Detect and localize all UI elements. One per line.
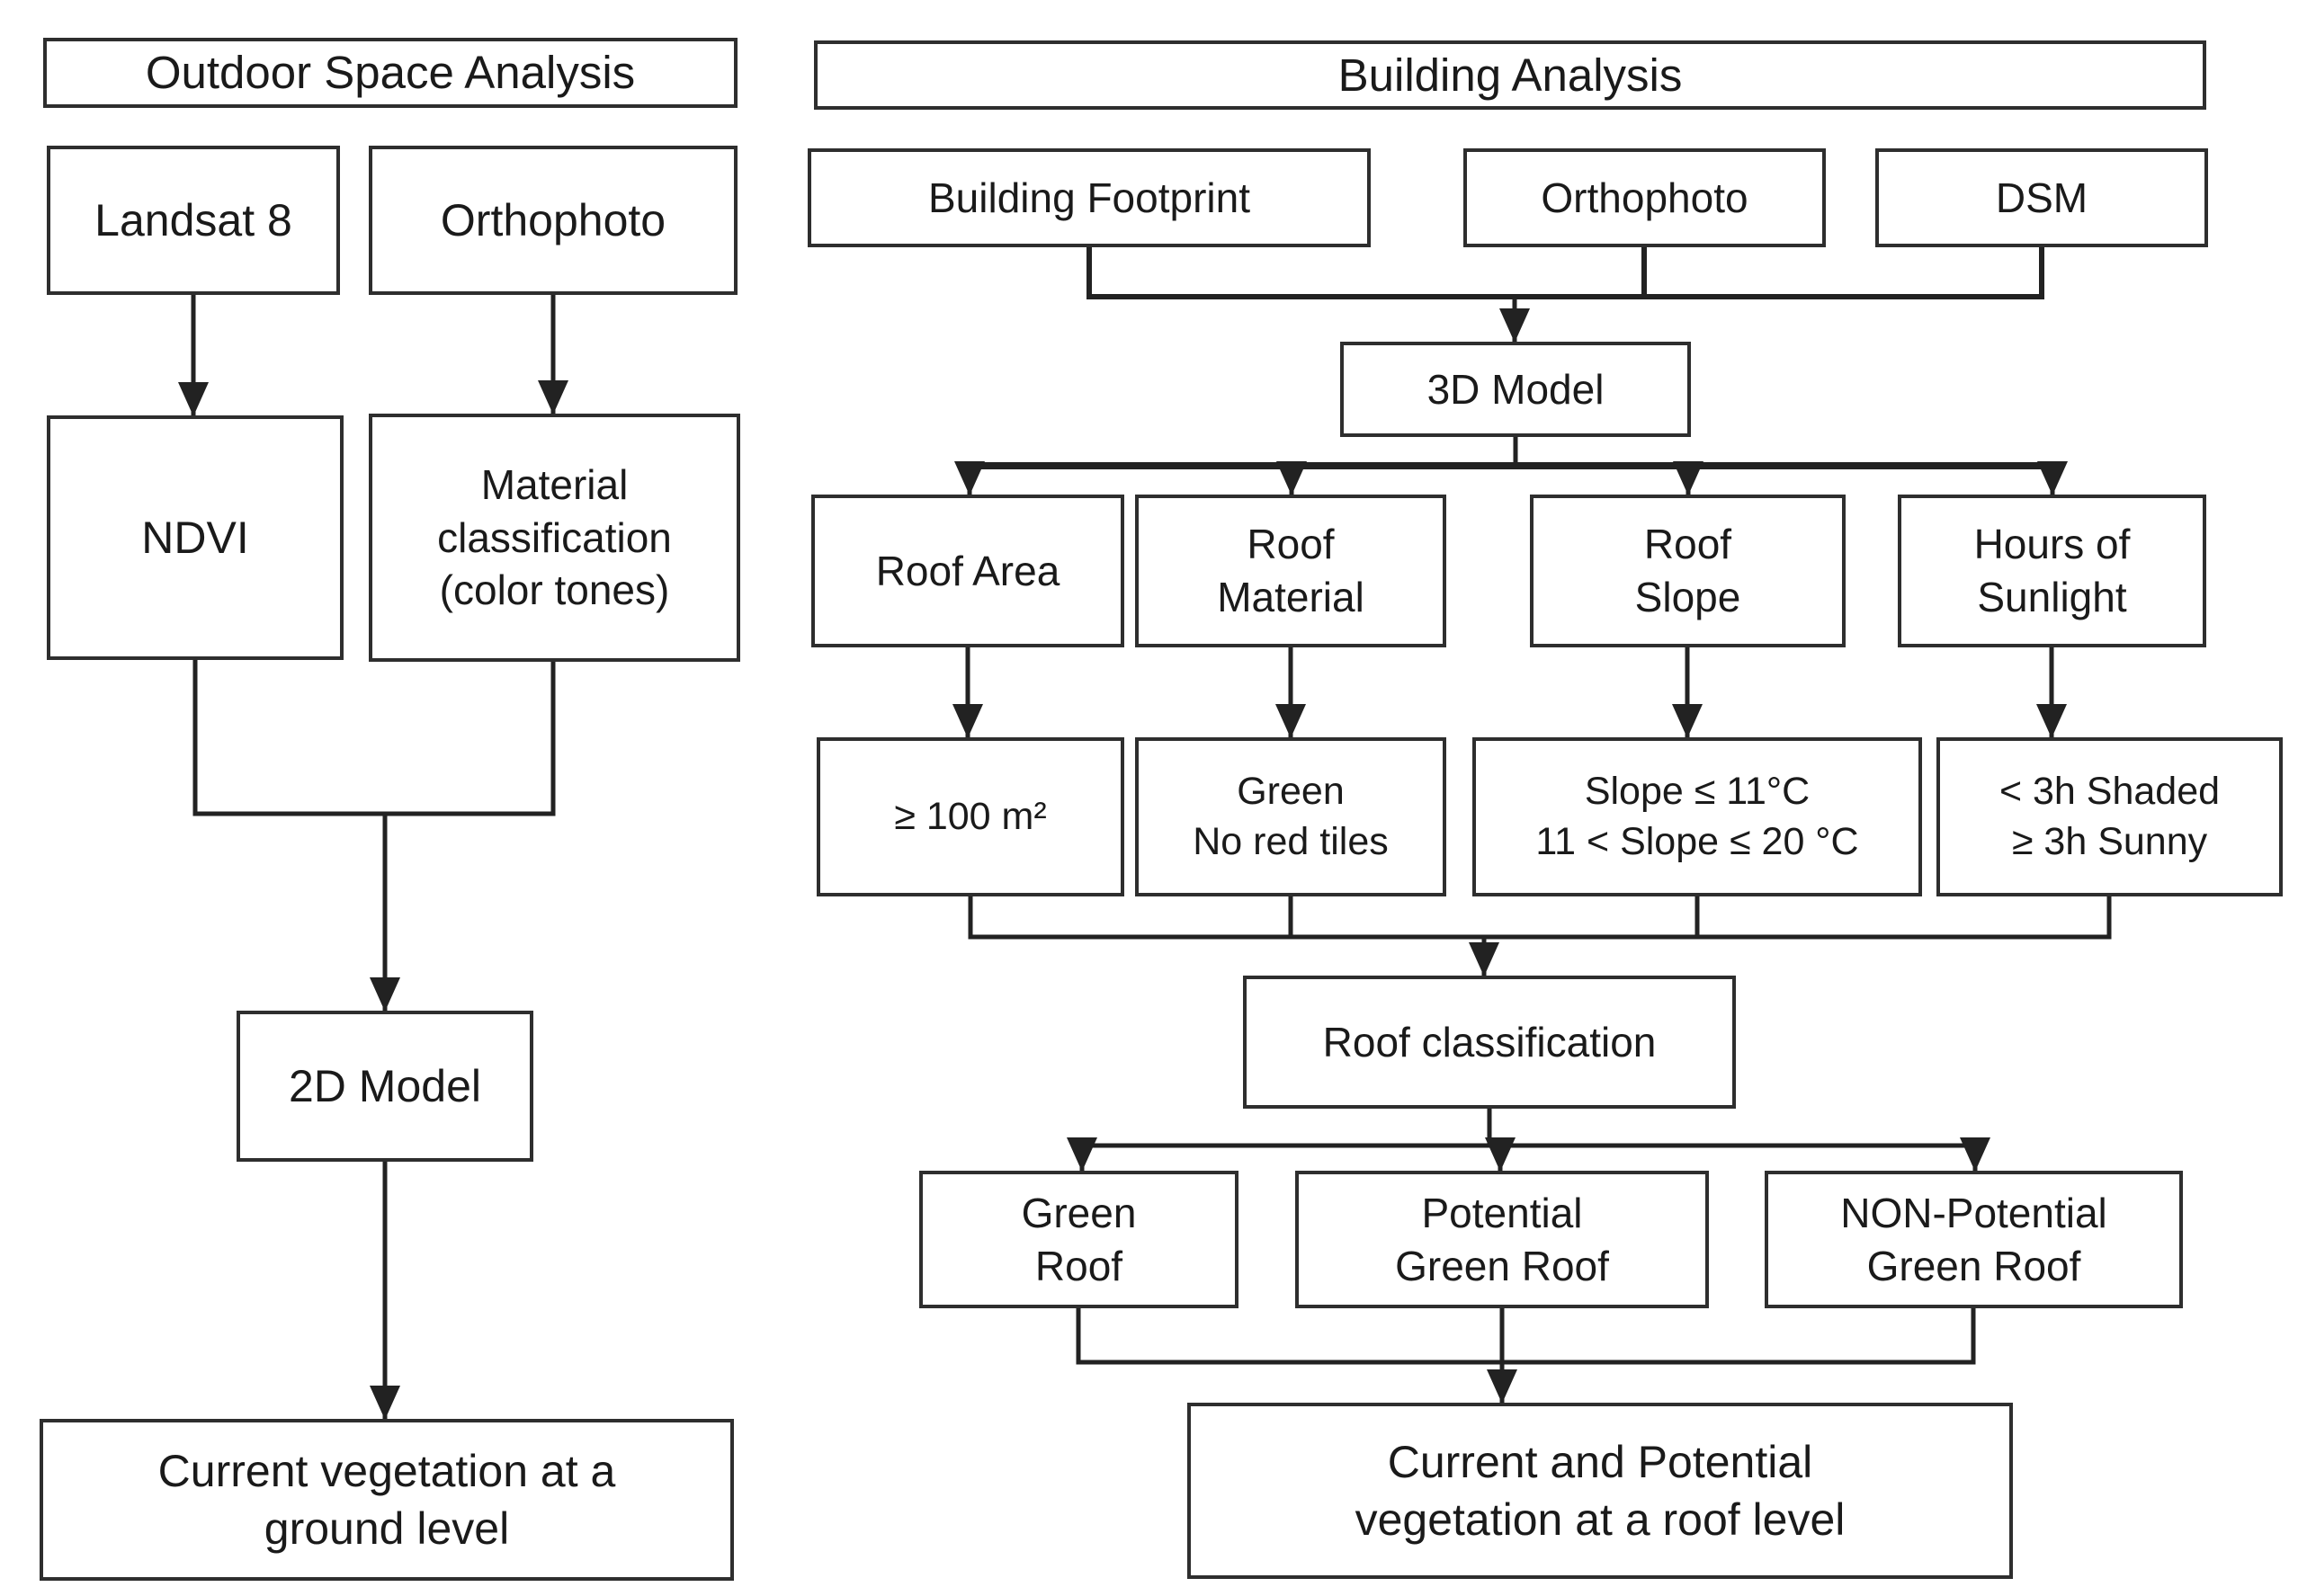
potential-green-roof-label: Potential Green Roof bbox=[1395, 1189, 1609, 1289]
dsm-label: DSM bbox=[1995, 174, 2088, 221]
edge-criteria-merge bbox=[968, 896, 2112, 940]
current-ground-vegetation-label: Current vegetation at a ground level bbox=[157, 1446, 616, 1554]
roof-slope-box: Roof Slope bbox=[1530, 495, 1846, 647]
roof-classification-label: Roof classification bbox=[1322, 1018, 1657, 1065]
current-roof-vegetation-box: Current and Potential vegetation at a ro… bbox=[1187, 1403, 2013, 1579]
building-footprint-label: Building Footprint bbox=[928, 174, 1250, 221]
landsat8-box: Landsat 8 bbox=[47, 146, 340, 295]
outdoor-space-analysis-header: Outdoor Space Analysis bbox=[43, 38, 738, 108]
dsm-box: DSM bbox=[1875, 148, 2208, 247]
building-analysis-label: Building Analysis bbox=[1337, 49, 1683, 101]
roof-area-box: Roof Area bbox=[811, 495, 1124, 647]
edge-sources-merge bbox=[1086, 247, 2044, 299]
area-criterion-box: ≥ 100 m² bbox=[817, 737, 1124, 896]
orthophoto-right-label: Orthophoto bbox=[1541, 174, 1748, 221]
landsat8-label: Landsat 8 bbox=[94, 195, 292, 245]
material-classification-box: Material classification (color tones) bbox=[369, 414, 740, 662]
sunlight-criterion-box: < 3h Shaded ≥ 3h Sunny bbox=[1936, 737, 2283, 896]
green-roof-label: Green Roof bbox=[1021, 1189, 1137, 1289]
edge-ndvi-material-merge bbox=[192, 660, 556, 816]
roof-classification-box: Roof classification bbox=[1243, 976, 1736, 1109]
slope-criterion-box: Slope ≤ 11°C 11 < Slope ≤ 20 °C bbox=[1472, 737, 1922, 896]
slope-criterion-label: Slope ≤ 11°C 11 < Slope ≤ 20 °C bbox=[1535, 770, 1859, 863]
building-analysis-header: Building Analysis bbox=[814, 40, 2206, 110]
green-roof-box: Green Roof bbox=[919, 1171, 1238, 1308]
current-ground-vegetation-box: Current vegetation at a ground level bbox=[40, 1419, 734, 1581]
edge-roofs-merge bbox=[1076, 1308, 1976, 1365]
3d-model-label: 3D Model bbox=[1426, 365, 1605, 413]
ndvi-box: NDVI bbox=[47, 415, 344, 660]
2d-model-label: 2D Model bbox=[289, 1061, 481, 1111]
hours-of-sunlight-box: Hours of Sunlight bbox=[1898, 495, 2206, 647]
sunlight-criterion-label: < 3h Shaded ≥ 3h Sunny bbox=[1999, 770, 2221, 863]
roof-material-label: Roof Material bbox=[1217, 521, 1364, 620]
non-potential-green-roof-label: NON-Potential Green Roof bbox=[1840, 1189, 2107, 1289]
roof-area-label: Roof Area bbox=[875, 547, 1060, 594]
roof-slope-label: Roof Slope bbox=[1634, 521, 1741, 620]
non-potential-green-roof-box: NON-Potential Green Roof bbox=[1765, 1171, 2183, 1308]
ndvi-label: NDVI bbox=[141, 513, 249, 563]
orthophoto-left-label: Orthophoto bbox=[440, 195, 666, 245]
current-roof-vegetation-label: Current and Potential vegetation at a ro… bbox=[1355, 1437, 1846, 1545]
hours-of-sunlight-label: Hours of Sunlight bbox=[1973, 521, 2131, 620]
2d-model-box: 2D Model bbox=[237, 1011, 533, 1162]
3d-model-box: 3D Model bbox=[1340, 342, 1691, 437]
material-classification-label: Material classification (color tones) bbox=[437, 460, 672, 614]
material-criterion-box: Green No red tiles bbox=[1135, 737, 1446, 896]
roof-material-box: Roof Material bbox=[1135, 495, 1446, 647]
building-footprint-box: Building Footprint bbox=[808, 148, 1371, 247]
outdoor-space-analysis-label: Outdoor Space Analysis bbox=[145, 47, 636, 99]
orthophoto-right-box: Orthophoto bbox=[1463, 148, 1826, 247]
material-criterion-label: Green No red tiles bbox=[1193, 770, 1389, 863]
area-criterion-label: ≥ 100 m² bbox=[894, 794, 1047, 838]
orthophoto-left-box: Orthophoto bbox=[369, 146, 738, 295]
potential-green-roof-box: Potential Green Roof bbox=[1295, 1171, 1709, 1308]
